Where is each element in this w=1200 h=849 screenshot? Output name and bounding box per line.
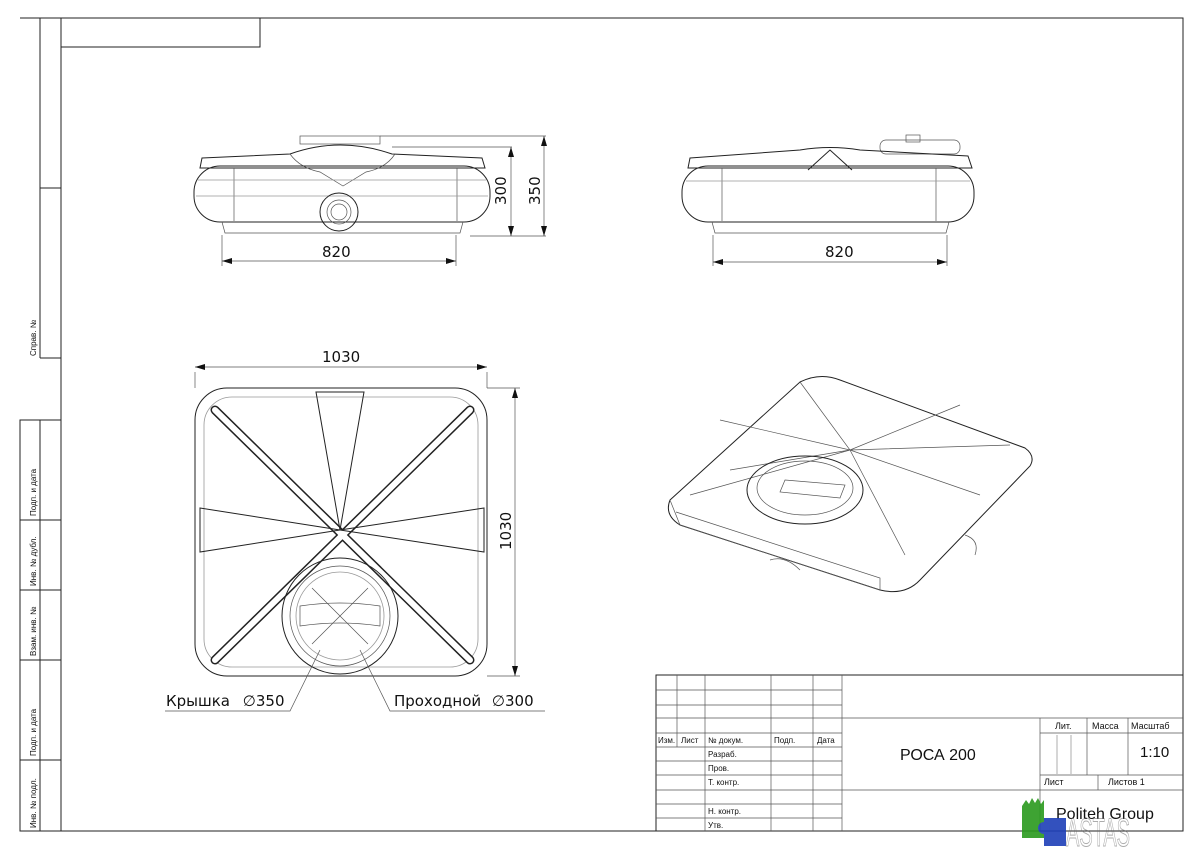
side-label-inv-podl: Инв. № подл. <box>29 778 38 828</box>
front-height-300-dimension: 300 <box>492 176 510 205</box>
role-checker: Пров. <box>708 764 729 773</box>
header-date: Дата <box>817 736 835 745</box>
scale-label: Масштаб <box>1131 721 1170 731</box>
side-label-inv-dubl: Инв. № дубл. <box>29 536 38 586</box>
lit-label: Лит. <box>1055 721 1072 731</box>
sheets-count: Листов 1 <box>1108 777 1145 787</box>
side-label-spravka: Справ. № <box>29 319 38 356</box>
sheet-label: Лист <box>1044 777 1064 787</box>
side-label-podp-data-2: Подп. и дата <box>29 708 38 756</box>
top-view: 1030 1030 Крышка ∅350 Проходной ∅300 <box>165 348 545 712</box>
passage-callout: Проходной ∅300 <box>394 692 534 710</box>
side-width-dimension: 820 <box>825 243 854 261</box>
front-height-350-dimension: 350 <box>526 176 544 205</box>
front-view: 820 300 350 <box>193 135 547 266</box>
side-label-vzam-inv: Взам. инв. № <box>29 606 38 656</box>
header-doc-no: № докум. <box>708 736 743 745</box>
scale-value: 1:10 <box>1140 744 1169 761</box>
role-developer: Разраб. <box>708 750 737 759</box>
side-strip-labels: Справ. № Подп. и дата Инв. № дубл. Взам.… <box>29 319 38 828</box>
drawing-title: РОСА 200 <box>900 747 976 764</box>
mass-label: Масса <box>1092 721 1119 731</box>
role-norm-control: Н. контр. <box>708 807 741 816</box>
sheet-frame <box>19 17 1184 832</box>
header-signature: Подп. <box>774 736 795 745</box>
top-width-dimension: 1030 <box>322 348 360 366</box>
lid-callout: Крышка ∅350 <box>166 692 285 710</box>
astas-watermark-logo: ASTAS <box>1022 798 1131 849</box>
header-list: Лист <box>681 736 699 745</box>
role-tech-control: Т. контр. <box>708 778 739 787</box>
side-view: 820 <box>681 134 975 266</box>
top-depth-dimension: 1030 <box>497 512 515 550</box>
svg-text:ASTAS: ASTAS <box>1066 811 1130 849</box>
company-name: Politeh Group <box>1056 806 1154 823</box>
isometric-view <box>667 376 1033 593</box>
role-approver: Утв. <box>708 821 723 830</box>
header-izm: Изм. <box>658 736 675 745</box>
front-width-dimension: 820 <box>322 243 351 261</box>
title-block: Изм. Лист № докум. Подп. Дата Разраб. Пр… <box>655 674 1184 832</box>
side-label-podp-data: Подп. и дата <box>29 468 38 516</box>
